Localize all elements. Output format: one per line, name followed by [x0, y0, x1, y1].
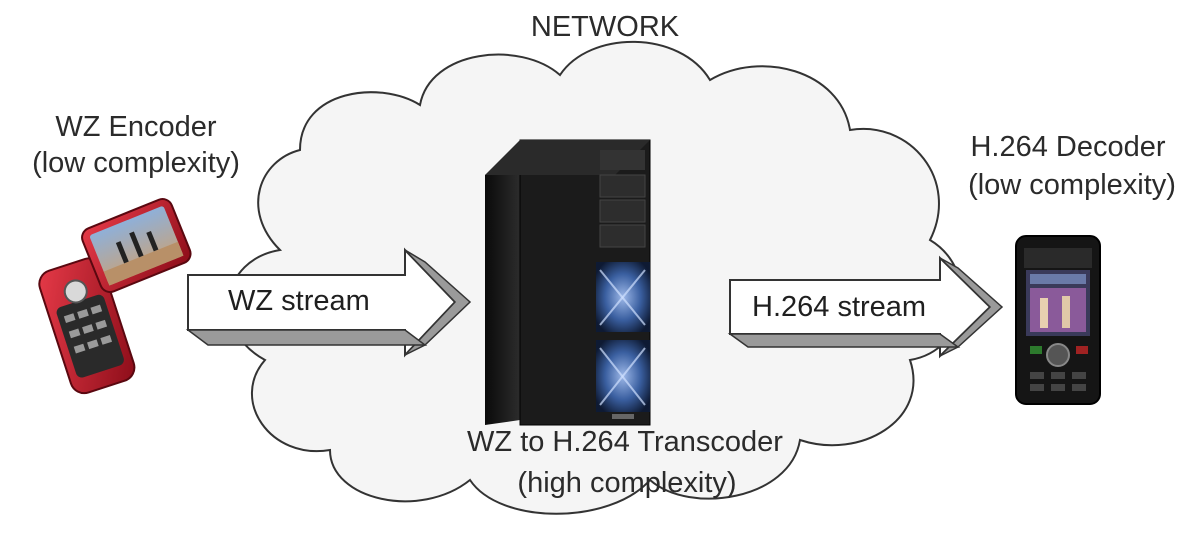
network-label: NETWORK — [530, 11, 680, 43]
flip-phone-icon — [38, 198, 192, 395]
server-tower-icon — [485, 139, 651, 426]
wz-stream-label: WZ stream — [228, 285, 370, 317]
decoder-subtitle: (low complexity) — [968, 169, 1176, 201]
wz-stream-arrow — [185, 247, 472, 358]
h264-stream-arrow — [727, 255, 1004, 359]
encoder-subtitle: (low complexity) — [32, 147, 240, 179]
transcoder-title: WZ to H.264 Transcoder — [467, 426, 783, 458]
h264-stream-label: H.264 stream — [752, 291, 927, 323]
encoder-title: WZ Encoder — [55, 111, 217, 143]
transcoder-subtitle: (high complexity) — [517, 467, 737, 499]
smartphone-icon — [1015, 235, 1101, 405]
decoder-title: H.264 Decoder — [970, 131, 1166, 163]
